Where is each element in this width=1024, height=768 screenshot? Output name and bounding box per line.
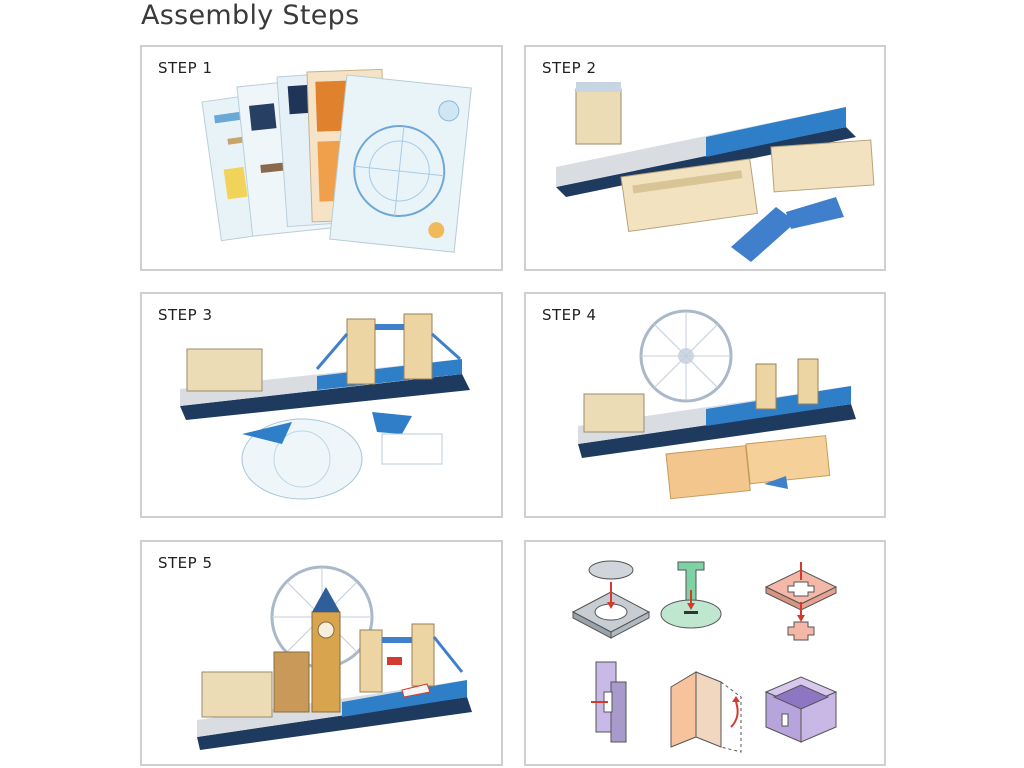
- step-2-panel: STEP 2: [524, 45, 886, 271]
- step-1-label: STEP 1: [158, 59, 213, 77]
- step-4-label: STEP 4: [542, 306, 597, 324]
- step-3-panel: STEP 3: [140, 292, 503, 518]
- page-title: Assembly Steps: [141, 0, 360, 31]
- assembly-diagram-panel: [524, 540, 886, 766]
- step-3-illustration: [180, 313, 470, 500]
- step-3-label: STEP 3: [158, 306, 213, 324]
- box-diagram: [764, 676, 838, 743]
- step-2-illustration: [556, 82, 875, 262]
- puzzle-sheets-illustration: [201, 68, 472, 253]
- step-5-illustration: [197, 565, 472, 750]
- step-1-panel: STEP 1: [140, 45, 503, 271]
- tab-joint-diagrams: [571, 560, 838, 753]
- cross-tab-diagram: [764, 562, 838, 641]
- step-4-illustration: [578, 309, 856, 500]
- slot-lock-diagram: [591, 661, 627, 743]
- step-2-label: STEP 2: [542, 59, 597, 77]
- step-4-panel: STEP 4: [524, 292, 886, 518]
- step-5-label: STEP 5: [158, 554, 213, 572]
- step-5-panel: STEP 5: [140, 540, 503, 766]
- fold-diagram: [670, 671, 742, 753]
- t-tab-diagram: [660, 561, 722, 629]
- round-tab-diagram: [571, 560, 651, 639]
